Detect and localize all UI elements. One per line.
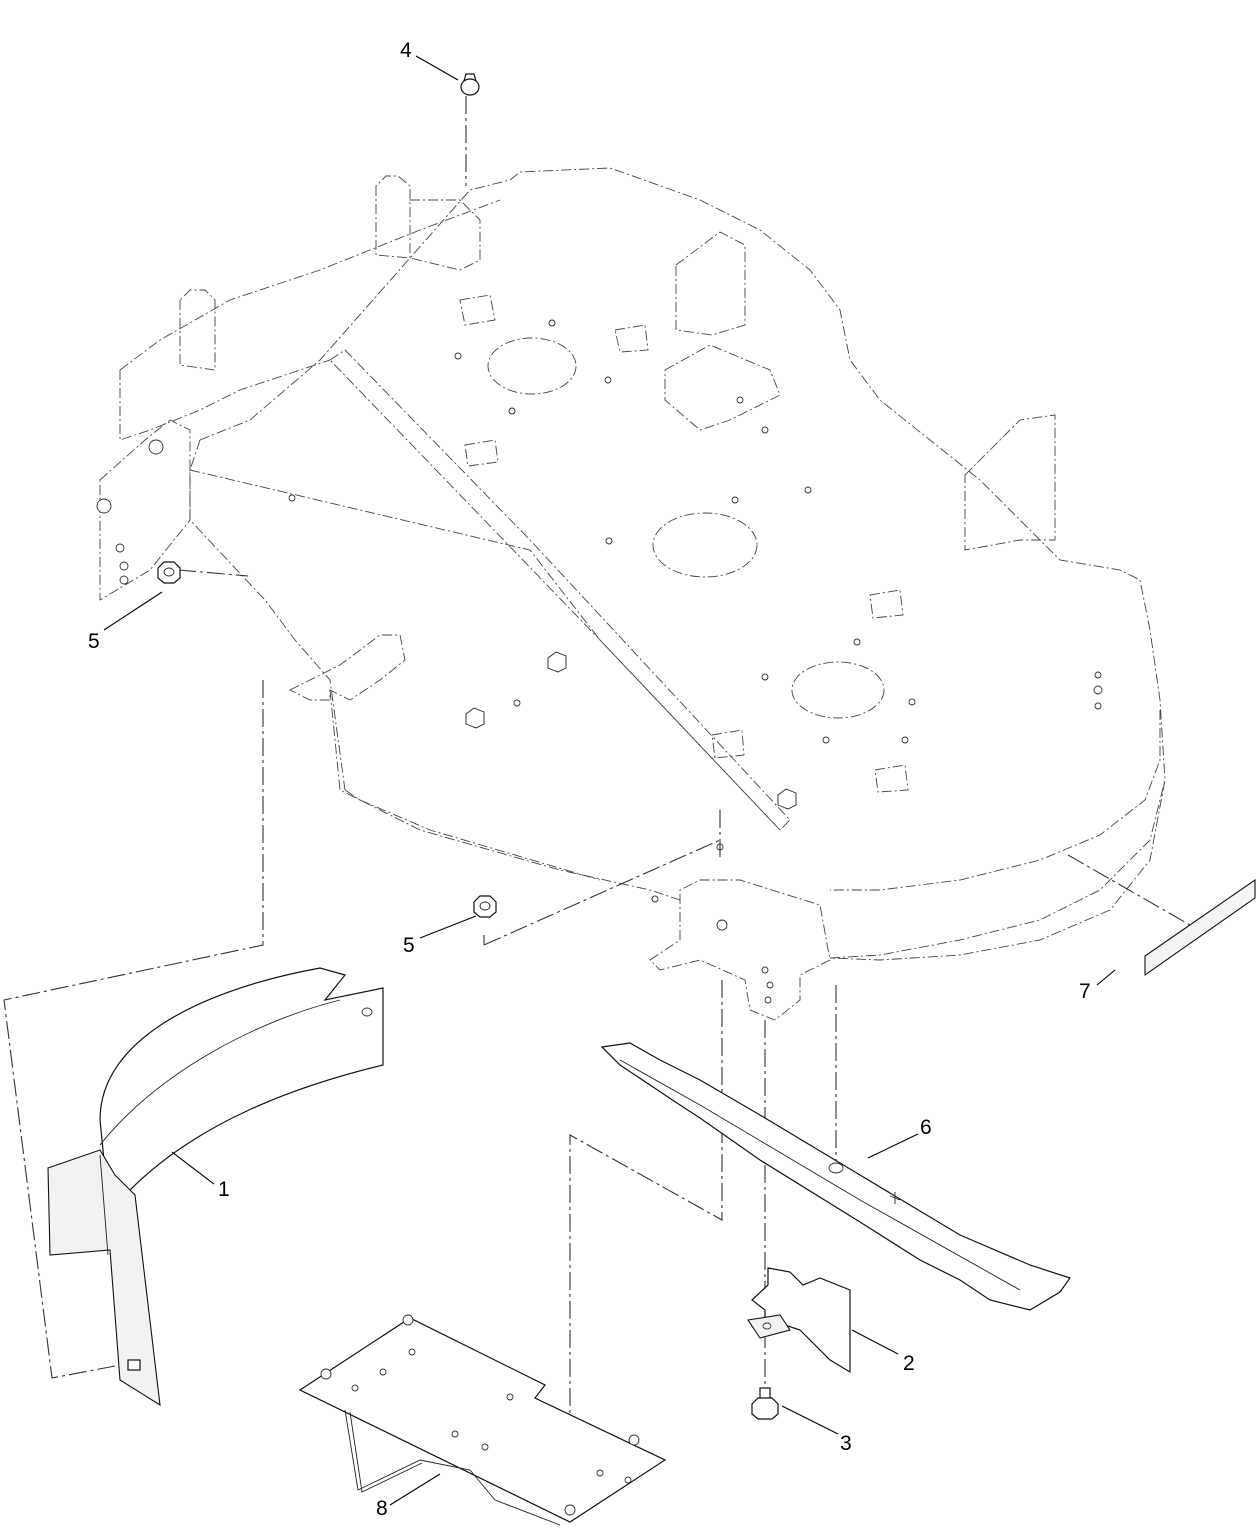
callout-1: 1 (218, 1178, 230, 1201)
callout-7: 7 (1079, 980, 1091, 1003)
callout-3: 3 (840, 1432, 852, 1455)
callout-labels: 4 5 5 1 6 2 3 7 8 (88, 39, 1091, 1520)
part-decal (1144, 878, 1256, 977)
part-bolt (751, 1387, 779, 1420)
part-shield-bracket (747, 1267, 851, 1374)
part-blade (600, 1042, 1071, 1311)
mower-deck (96, 167, 1166, 1021)
part-baffle (47, 967, 384, 1407)
part-plug (460, 73, 480, 96)
part-flange-nut-lower (473, 895, 497, 918)
part-flange-nut-upper (157, 561, 181, 584)
part-baffle-plate (298, 1314, 667, 1526)
callout-8: 8 (376, 1497, 388, 1520)
callout-2: 2 (903, 1352, 915, 1375)
callout-5-upper: 5 (88, 630, 100, 653)
callout-4: 4 (400, 39, 412, 62)
callout-leaders (103, 55, 1116, 1506)
callout-5-lower: 5 (403, 934, 415, 957)
callout-6: 6 (920, 1116, 932, 1139)
